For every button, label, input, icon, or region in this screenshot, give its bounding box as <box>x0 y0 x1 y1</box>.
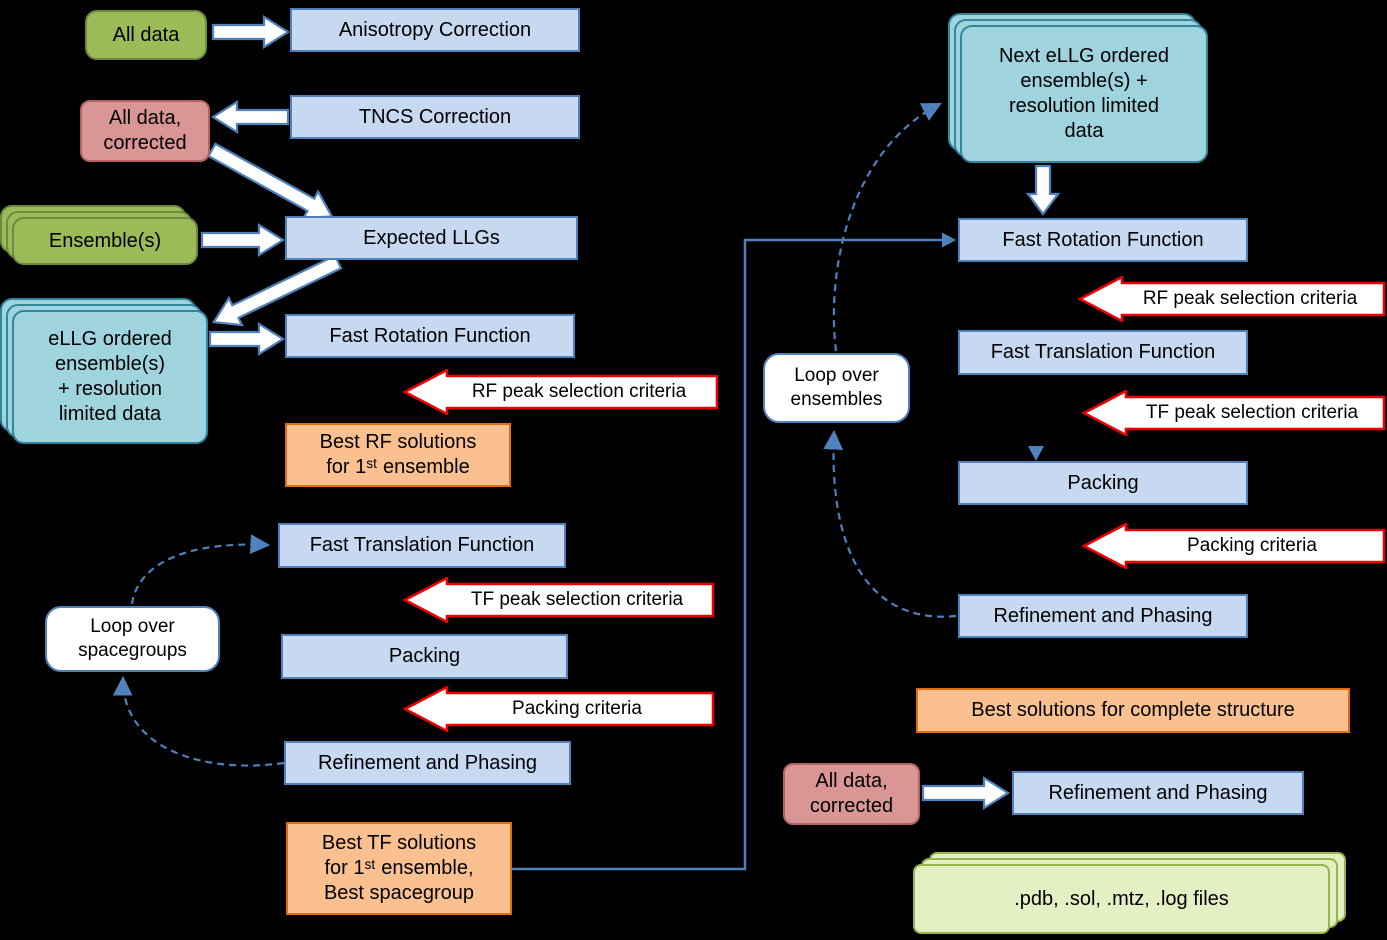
criteria-arrow-tf-right: TF peak selection criteria <box>1082 390 1386 436</box>
node-packing-right: Packing <box>958 461 1248 505</box>
node-all-data-label: All data <box>112 23 180 46</box>
node-tncs-correction-label: TNCS Correction <box>358 105 512 128</box>
node-all-data-corrected: All data, corrected <box>80 100 210 162</box>
criteria-arrow-rf-right: RF peak selection criteria <box>1078 276 1386 322</box>
criteria-arrow-packing-right-shape-icon <box>1082 523 1386 569</box>
node-packing-right-label: Packing <box>1067 471 1139 494</box>
node-all-data-corrected-final: All data, corrected <box>783 763 920 825</box>
criteria-arrow-tf-right-label: TF peak selection criteria <box>1145 402 1359 423</box>
node-best-solutions-complete-label: Best solutions for complete structure <box>971 699 1295 721</box>
loop-ensembles-to-nextellg-curve <box>832 102 942 352</box>
node-best-rf-solutions: Best RF solutions for 1ˢᵗ ensemble <box>285 423 511 487</box>
node-loop-over-spacegroups: Loop over spacegroups <box>45 606 220 672</box>
criteria-arrow-packing-left-label: Packing criteria <box>512 698 642 719</box>
node-next-ellg-ensembles-front: Next eLLG ordered ensemble(s) + resoluti… <box>960 25 1208 163</box>
arrow-alldatacorrected-to-refinement-icon <box>921 776 1011 810</box>
node-ellg-ordered-ensembles-front: eLLG ordered ensemble(s) + resolution li… <box>12 310 208 444</box>
node-anisotropy-correction: Anisotropy Correction <box>290 8 580 52</box>
criteria-arrow-rf-right-shape-icon <box>1078 276 1386 322</box>
node-best-rf-solutions-label: Best RF solutions for 1ˢᵗ ensemble <box>319 431 477 478</box>
node-refinement-phasing-right: Refinement and Phasing <box>958 594 1248 638</box>
node-ensembles-label: Ensemble(s) <box>48 229 162 252</box>
node-ellg-ordered-ensembles: eLLG ordered ensemble(s) + resolution li… <box>0 298 208 444</box>
node-expected-llgs-label: Expected LLGs <box>363 226 500 249</box>
criteria-arrow-rf-left-label: RF peak selection criteria <box>471 381 687 402</box>
criteria-arrow-packing-left: Packing criteria <box>403 686 715 732</box>
refinement-to-loop-spacegroups-curve <box>112 675 285 767</box>
node-tncs-correction: TNCS Correction <box>290 95 580 139</box>
arrow-ellg-to-fastrotation-icon <box>208 322 286 356</box>
node-fast-translation-function-right: Fast Translation Function <box>958 330 1248 375</box>
node-output-files-front: .pdb, .sol, .mtz, .log files <box>913 864 1330 934</box>
criteria-arrow-packing-right-label: Packing criteria <box>1187 535 1317 556</box>
refinement-to-loop-ensembles-curve <box>823 429 957 618</box>
node-expected-llgs: Expected LLGs <box>285 216 578 260</box>
criteria-arrow-tf-left-shape-icon <box>403 577 715 623</box>
node-refinement-phasing-final: Refinement and Phasing <box>1012 771 1304 815</box>
node-refinement-phasing-final-label: Refinement and Phasing <box>1048 781 1268 804</box>
node-best-solutions-complete: Best solutions for complete structure <box>916 688 1350 733</box>
loop-spacegroups-to-fasttranslation-curve <box>130 534 271 605</box>
node-fast-translation-function-left: Fast Translation Function <box>278 523 566 568</box>
node-next-ellg-ensembles-label: Next eLLG ordered ensemble(s) + resoluti… <box>998 45 1170 142</box>
criteria-arrow-tf-left: TF peak selection criteria <box>403 577 715 623</box>
node-refinement-phasing-right-label: Refinement and Phasing <box>993 604 1213 627</box>
node-best-tf-solutions-label: Best TF solutions for 1ˢᵗ ensemble, Best… <box>321 832 477 904</box>
node-loop-over-ensembles: Loop over ensembles <box>763 353 910 423</box>
node-fast-rotation-function-left: Fast Rotation Function <box>285 314 575 358</box>
criteria-arrow-packing-left-shape-icon <box>403 686 715 732</box>
node-fast-rotation-function-right: Fast Rotation Function <box>958 218 1248 262</box>
node-best-tf-solutions: Best TF solutions for 1ˢᵗ ensemble, Best… <box>286 822 512 915</box>
arrow-tncs-to-alldatacorrected-icon <box>210 100 290 134</box>
node-refinement-phasing-left-label: Refinement and Phasing <box>317 751 538 774</box>
arrow-alldata-to-anisotropy-icon <box>211 15 291 49</box>
criteria-arrow-rf-right-label: RF peak selection criteria <box>1142 288 1358 309</box>
node-ensembles-front: Ensemble(s) <box>12 217 198 265</box>
connector-triangle-icon <box>1028 446 1044 461</box>
node-fast-rotation-function-right-label: Fast Rotation Function <box>1002 228 1204 251</box>
node-refinement-phasing-left: Refinement and Phasing <box>284 741 571 785</box>
node-fast-translation-function-left-label: Fast Translation Function <box>309 534 535 556</box>
arrow-ensembles-to-expectedllgs-icon <box>200 223 286 257</box>
node-all-data: All data <box>85 10 207 60</box>
node-output-files: .pdb, .sol, .mtz, .log files <box>913 852 1346 934</box>
node-all-data-corrected-final-label: All data, corrected <box>809 770 894 817</box>
node-output-files-label: .pdb, .sol, .mtz, .log files <box>1014 887 1229 910</box>
connector-besttf-arrowhead-icon <box>942 232 956 248</box>
criteria-arrow-rf-left-shape-icon <box>403 369 719 415</box>
node-fast-rotation-function-left-label: Fast Rotation Function <box>329 324 531 347</box>
node-packing-left: Packing <box>281 634 568 679</box>
criteria-arrow-packing-right: Packing criteria <box>1082 523 1386 569</box>
node-next-ellg-ensembles: Next eLLG ordered ensemble(s) + resoluti… <box>948 13 1208 163</box>
node-packing-left-label: Packing <box>388 645 461 667</box>
criteria-arrow-tf-left-label: TF peak selection criteria <box>470 589 684 610</box>
node-fast-translation-function-right-label: Fast Translation Function <box>990 341 1216 363</box>
criteria-arrow-rf-left: RF peak selection criteria <box>403 369 719 415</box>
node-ellg-ordered-ensembles-label: eLLG ordered ensemble(s) + resolution li… <box>48 328 172 425</box>
criteria-arrow-tf-right-shape-icon <box>1082 390 1386 436</box>
node-all-data-corrected-label: All data, corrected <box>103 107 187 154</box>
node-loop-over-ensembles-label: Loop over ensembles <box>790 365 883 410</box>
node-loop-over-spacegroups-label: Loop over spacegroups <box>78 616 187 661</box>
node-ensembles: Ensemble(s) <box>0 205 198 265</box>
node-anisotropy-correction-label: Anisotropy Correction <box>338 18 532 41</box>
arrow-nextellg-to-fastrotation-icon <box>1025 164 1061 216</box>
